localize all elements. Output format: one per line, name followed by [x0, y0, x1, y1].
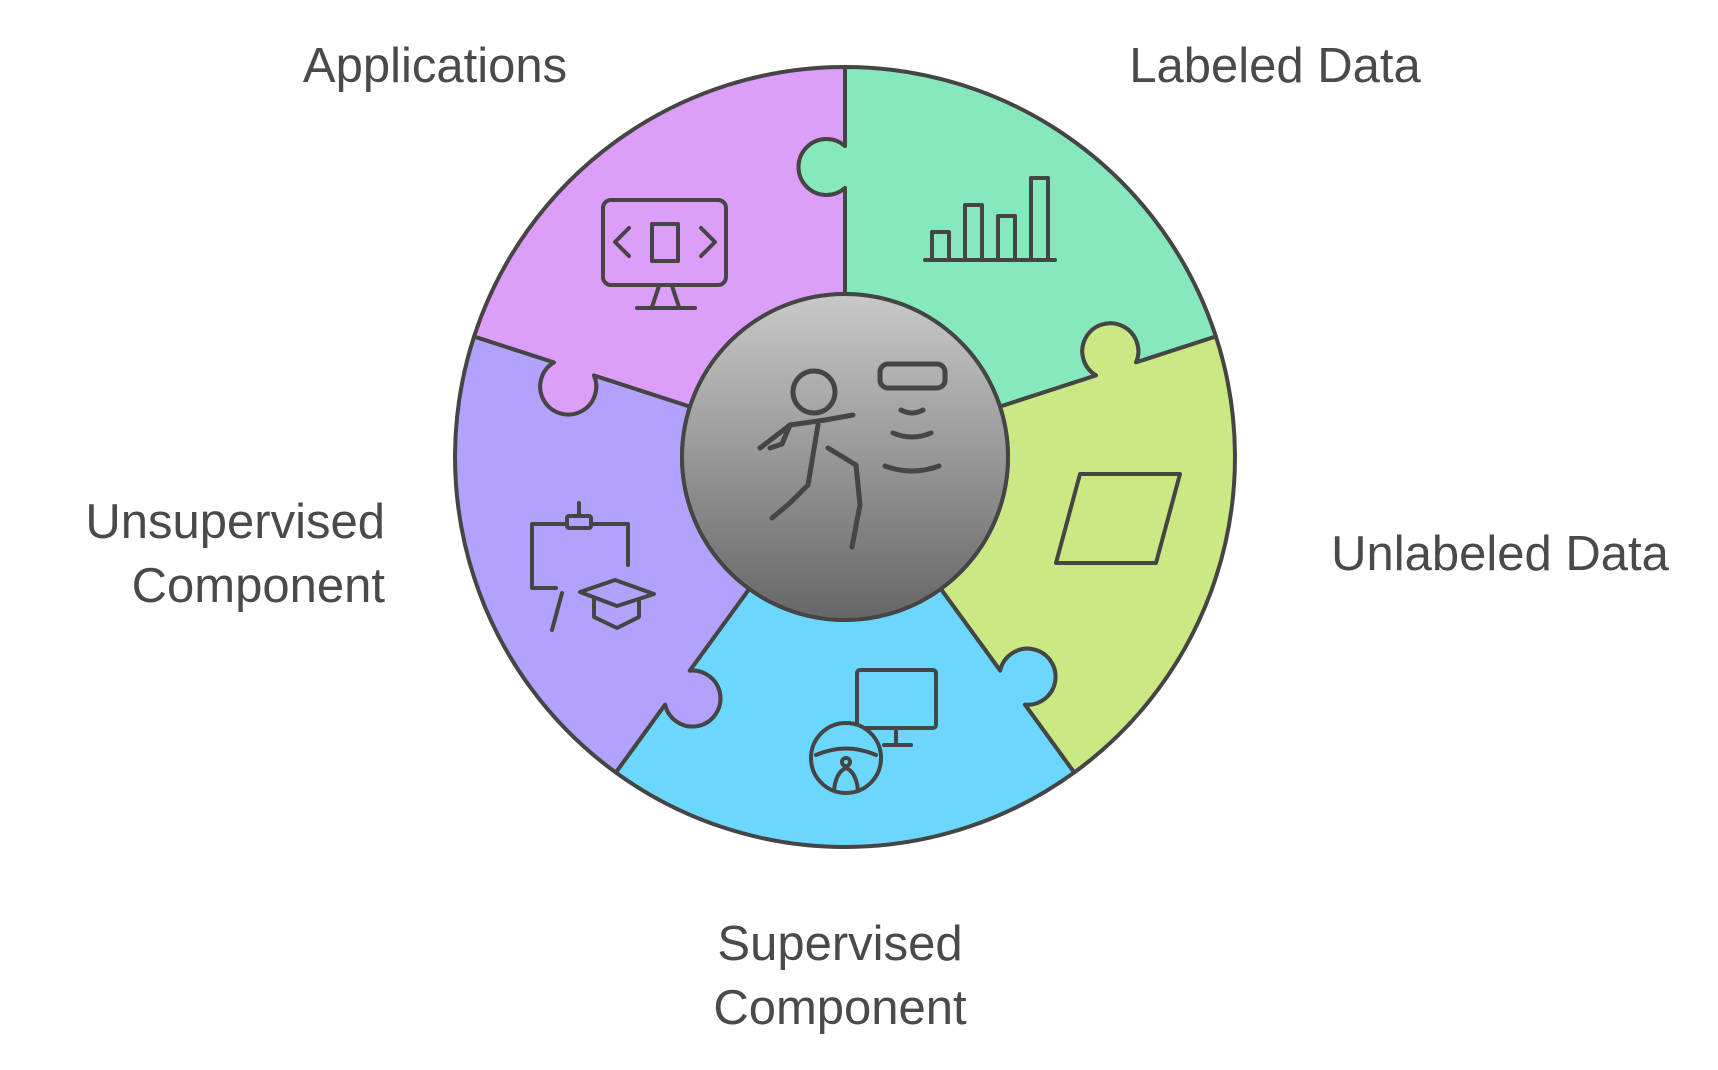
label-line: Supervised	[717, 917, 963, 971]
label-unlabeled-data: Unlabeled Data	[1300, 522, 1700, 586]
label-line: Applications	[302, 39, 568, 93]
label-labeled-data: Labeled Data	[1105, 34, 1445, 98]
label-line: Unsupervised	[85, 495, 385, 549]
label-unsupervised-component: Unsupervised Component	[30, 490, 385, 618]
person-motion-sensor-icon	[757, 361, 948, 550]
monitor-code-icon	[601, 198, 728, 310]
label-line: Labeled Data	[1129, 39, 1421, 93]
presentation-graduation-icon	[530, 501, 656, 632]
label-line: Unlabeled Data	[1331, 527, 1669, 581]
steering-wheel-monitor-icon	[809, 668, 938, 795]
label-line: Component	[131, 559, 385, 613]
puzzle-segments	[453, 65, 1237, 849]
bar-chart-icon	[923, 176, 1057, 262]
label-line: Component	[713, 981, 967, 1035]
parallelogram-icon	[1054, 472, 1182, 565]
label-applications: Applications	[280, 34, 590, 98]
label-supervised-component: Supervised Component	[640, 912, 1040, 1040]
